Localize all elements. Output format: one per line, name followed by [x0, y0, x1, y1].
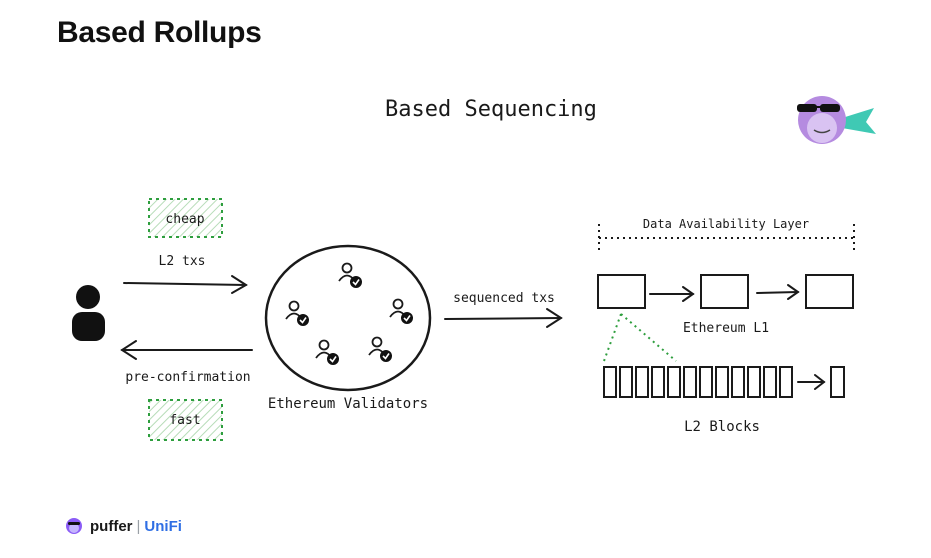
ethereum-l1-label: Ethereum L1	[683, 321, 769, 336]
l2-block	[699, 366, 713, 398]
l2-blocks-label: L2 Blocks	[684, 419, 760, 435]
l2-txs-label: L2 txs	[159, 254, 206, 269]
validator-icon	[315, 339, 339, 365]
l2-txs-arrow	[123, 275, 248, 294]
l2-block	[763, 366, 777, 398]
l2-block	[683, 366, 697, 398]
page-title: Based Rollups	[57, 16, 262, 49]
validators-circle	[264, 244, 432, 392]
l2-block	[731, 366, 745, 398]
brand-separator: |	[136, 517, 141, 535]
preconfirmation-label: pre-confirmation	[125, 370, 250, 385]
brand-name: puffer	[90, 517, 133, 535]
l2-block	[603, 366, 617, 398]
l2-block	[747, 366, 761, 398]
diagram-title: Based Sequencing	[385, 97, 597, 122]
l1-block	[700, 274, 749, 309]
l2-block	[635, 366, 649, 398]
sequenced-arrow	[444, 308, 563, 328]
validator-icon	[389, 298, 413, 324]
user-icon	[72, 285, 105, 341]
da-layer-label: Data Availability Layer	[643, 217, 809, 231]
fast-tag: fast	[148, 399, 223, 441]
l2-block	[667, 366, 681, 398]
l2-batch-connector	[603, 313, 677, 362]
cheap-label: cheap	[165, 212, 204, 227]
l2-block	[779, 366, 793, 398]
l1-block	[805, 274, 854, 309]
l1-chain-arrows	[649, 284, 800, 302]
da-layer-bracket	[598, 224, 855, 252]
l2-blocks-group	[603, 366, 845, 398]
validator-icon	[285, 300, 309, 326]
fast-label: fast	[169, 413, 200, 428]
l2-block	[830, 366, 845, 398]
preconfirmation-arrow	[120, 340, 253, 360]
puffer-logo-icon	[66, 518, 82, 534]
validators-label: Ethereum Validators	[268, 396, 428, 412]
validator-icon	[368, 336, 392, 362]
sequenced-label: sequenced txs	[453, 291, 555, 306]
l2-chain-arrow	[797, 374, 826, 390]
cheap-tag: cheap	[148, 198, 223, 238]
puffer-mascot-icon	[797, 96, 876, 144]
l1-block	[597, 274, 646, 309]
footer-logo: puffer | UniFi	[64, 515, 182, 537]
validator-icon	[338, 262, 362, 288]
l2-block	[619, 366, 633, 398]
partner-name: UniFi	[144, 517, 182, 535]
l2-block	[715, 366, 729, 398]
l2-block	[651, 366, 665, 398]
